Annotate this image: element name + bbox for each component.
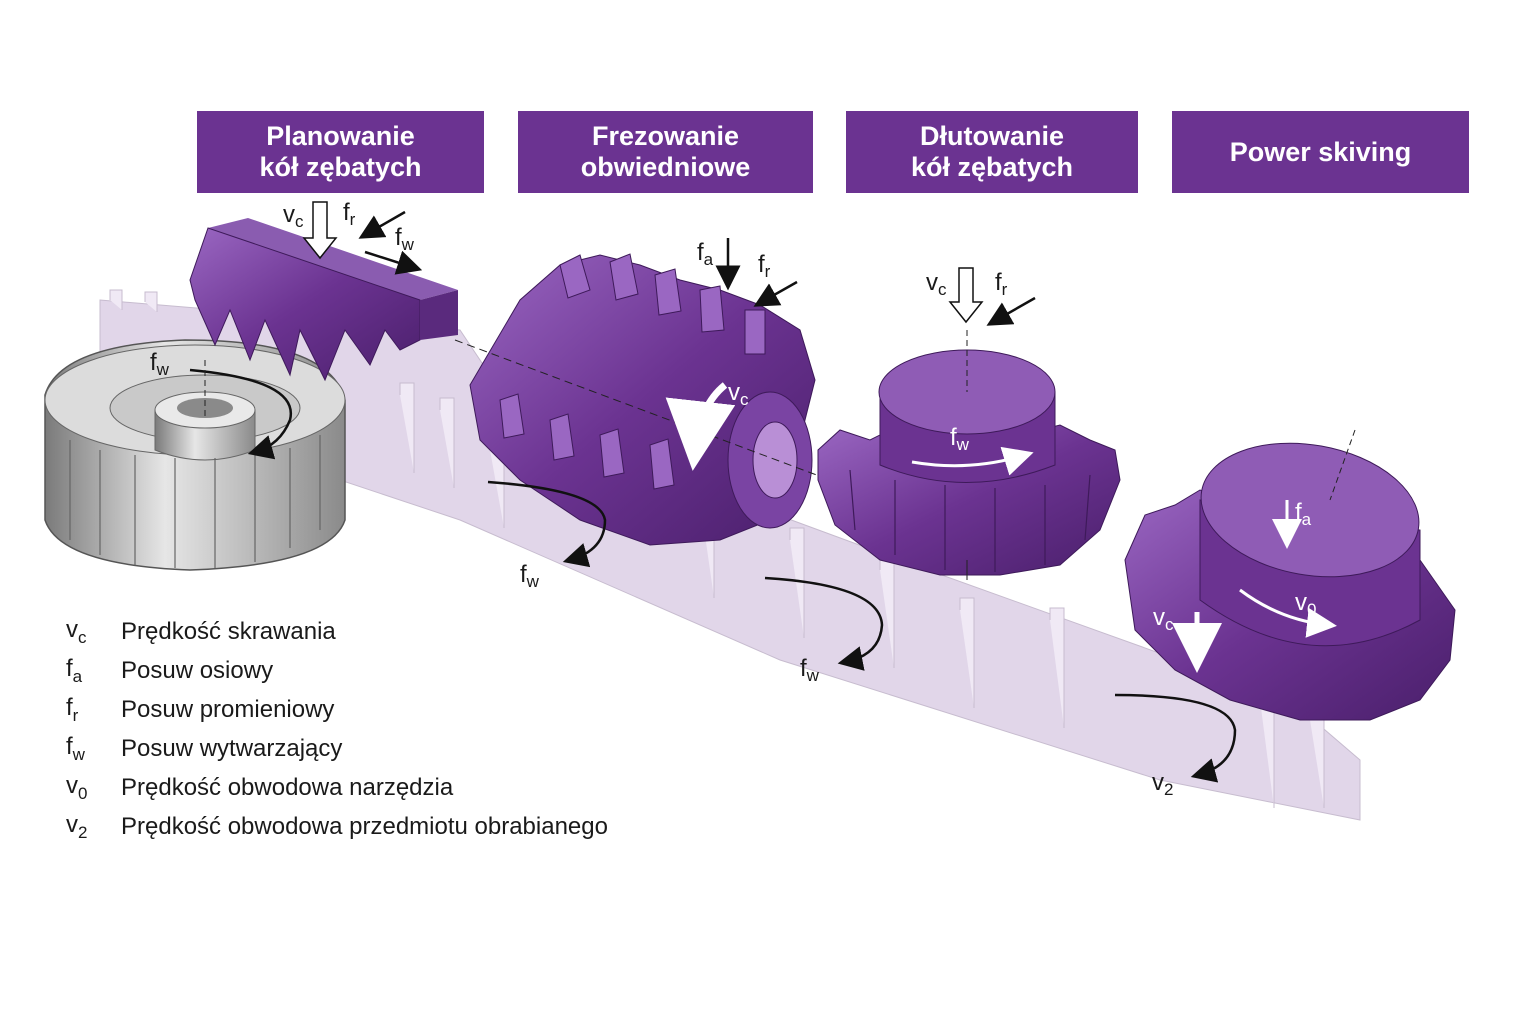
legend-row: fa Posuw osiowy — [66, 651, 608, 690]
legend-text: Posuw promieniowy — [121, 695, 335, 723]
fw-arrow-planing — [364, 250, 423, 275]
skiving-annotations: fa v0 vc v2 — [1114, 499, 1337, 799]
v2-arrow-skiving — [1114, 693, 1237, 783]
planing-annotations: vc fr fw fw — [150, 199, 423, 379]
gear-bore — [177, 398, 233, 418]
label-fw-planing-top: fw — [395, 224, 415, 254]
header-hobbing-line1: Frezowanie — [591, 121, 740, 151]
v0-arrow-skiving — [1239, 588, 1337, 638]
legend-symbol: fw — [66, 732, 85, 764]
label-fw-planing-gear: fw — [150, 349, 170, 379]
fw-arrow-hobbing — [487, 480, 607, 568]
legend-row: v2 Prędkość obwodowa przedmiotu obrabian… — [66, 807, 608, 846]
fw-arrow-shaping — [911, 446, 1034, 476]
hob-teeth — [499, 253, 766, 490]
shaping-annotations: vc fr fw fw — [764, 267, 1036, 685]
legend-text: Prędkość obwodowa narzędzia — [121, 773, 454, 801]
fr-arrow-planing — [358, 210, 406, 239]
legend-symbol: v2 — [66, 810, 88, 842]
shaper-tooth-gaps — [849, 469, 1091, 572]
header-gear-planing-line1: Planowanie — [266, 121, 415, 151]
label-fr-planing: fr — [343, 199, 356, 229]
skiving-axis — [1329, 429, 1356, 501]
legend-text: Prędkość obwodowa przedmiotu obrabianego — [121, 812, 608, 840]
fr-arrow-shaping — [986, 296, 1036, 326]
legend-text: Posuw wytwarzający — [121, 734, 343, 762]
legend-text: Posuw osiowy — [121, 656, 274, 684]
legend-symbol: fr — [66, 693, 79, 725]
header-gear-shaping-line2: kół zębatych — [910, 152, 1074, 182]
vc-arrow-shaping — [948, 267, 984, 324]
legend-row: v0 Prędkość obwodowa narzędzia — [66, 768, 608, 807]
fw-arrow-gear — [189, 368, 293, 460]
fw-arrow-shaping-rack — [764, 576, 884, 671]
skiving-top-face — [1200, 442, 1420, 578]
legend-symbol: vc — [66, 615, 87, 647]
hob-axis — [454, 339, 831, 481]
gear-tooth-lines — [69, 435, 321, 568]
legend-symbol: v0 — [66, 771, 88, 803]
legend-symbol: fa — [66, 654, 83, 686]
symbol-legend: vc Prędkość skrawania fa Posuw osiowy fr… — [66, 612, 608, 846]
label-fr-hobbing: fr — [758, 251, 771, 281]
label-vc-skiving: vc — [1153, 604, 1174, 634]
header-power-skiving: Power skiving — [1172, 111, 1469, 193]
label-fw-shaping: fw — [950, 424, 970, 454]
gray-workpiece-gear — [44, 339, 346, 571]
header-hobbing-line2: obwiedniowe — [580, 152, 751, 182]
vc-arrow-planing — [302, 201, 338, 260]
hobbing-annotations: fa fr vc fw — [487, 238, 798, 591]
legend-row: fr Posuw promieniowy — [66, 690, 608, 729]
shaping-cutter — [817, 330, 1121, 580]
header-gear-planing-line2: kół zębatych — [259, 152, 422, 182]
header-gear-shaping-line1: Dłutowanie — [919, 121, 1064, 151]
planing-cutter-rack — [189, 218, 458, 382]
label-vc-shaping: vc — [926, 269, 947, 299]
label-fa-skiving: fa — [1295, 499, 1312, 529]
label-fw-hobbing: fw — [520, 561, 540, 591]
cutter-top — [208, 218, 458, 300]
vc-arrow-hobbing — [665, 382, 736, 471]
label-fa-hobbing: fa — [697, 239, 714, 269]
legend-row: fw Posuw wytwarzający — [66, 729, 608, 768]
legend-row: vc Prędkość skrawania — [66, 612, 608, 651]
hob-cutter — [454, 253, 831, 546]
fr-arrow-hobbing — [753, 280, 798, 307]
label-v2-skiving: v2 — [1152, 769, 1173, 799]
legend-text: Prędkość skrawania — [121, 617, 336, 645]
label-fr-shaping: fr — [995, 269, 1008, 299]
cutter-side — [420, 290, 458, 340]
label-vc-planing: vc — [283, 201, 304, 231]
label-fw-shaping-rack: fw — [800, 655, 820, 685]
header-power-skiving-line1: Power skiving — [1229, 136, 1412, 167]
